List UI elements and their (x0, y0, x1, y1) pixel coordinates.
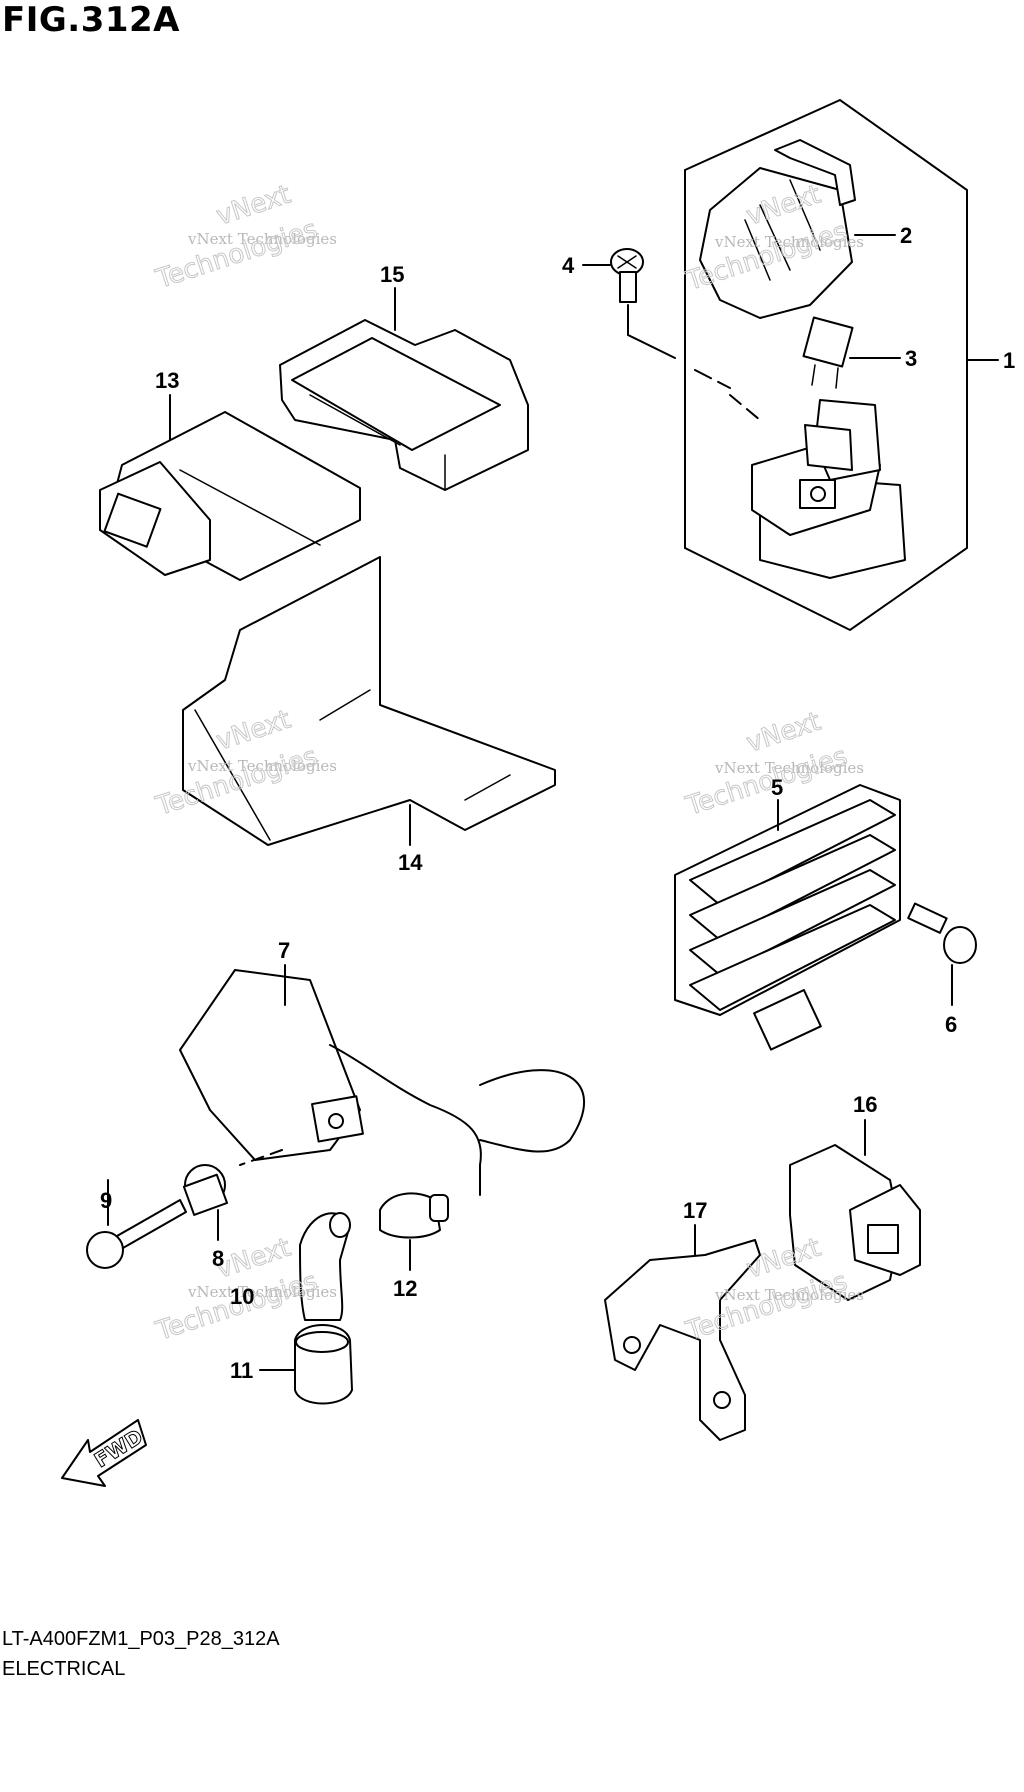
callout-14: 14 (398, 850, 423, 875)
callout-13: 13 (155, 368, 179, 393)
part-8-collar (182, 1164, 229, 1241)
callout-4: 4 (562, 253, 575, 278)
part-16-connector (789, 1119, 921, 1301)
part-11-seal (259, 1324, 353, 1405)
part-5-regulator-rectifier (674, 784, 901, 1051)
part-4-screw (610, 248, 731, 389)
figure-name: ELECTRICAL (2, 1658, 126, 1680)
figure-code: LT-A400FZM1_P03_P28_312A (2, 1628, 280, 1650)
fwd-label: FWD (90, 1424, 147, 1472)
part-2-relay-cover (699, 139, 856, 319)
callout-6: 6 (945, 1012, 957, 1037)
callout-1: 1 (1003, 348, 1015, 373)
callout-5: 5 (771, 775, 783, 800)
watermark-text: vNext Technologies (187, 230, 337, 248)
part-6-bolt (907, 902, 977, 1006)
watermark-text: vNext Technologies (714, 1286, 864, 1304)
part-12-boot (379, 1192, 449, 1271)
watermark-text: vNext Technologies (714, 233, 864, 251)
watermark-text: vNext Technologies (714, 759, 864, 777)
figure-title: FIG.312A (2, 0, 180, 40)
callout-10: 10 (230, 1284, 254, 1309)
fwd-arrow-icon: FWD (61, 1419, 148, 1487)
callout-7: 7 (278, 938, 290, 963)
part-9-bolt (86, 1179, 187, 1269)
callout-16: 16 (853, 1092, 877, 1117)
callout-11: 11 (230, 1358, 253, 1383)
callout-3: 3 (905, 346, 917, 371)
part-15-cover (279, 319, 529, 491)
callout-8: 8 (212, 1246, 224, 1271)
callout-17: 17 (683, 1198, 707, 1223)
callout-2: 2 (900, 223, 912, 248)
part-10-plug-cap (299, 1212, 351, 1321)
callout-15: 15 (380, 262, 404, 287)
part-7-ignition-coil (179, 969, 585, 1196)
part-3-fuse (802, 316, 854, 389)
part-14-bracket-plate (182, 556, 556, 846)
part-1-starter-relay (729, 394, 906, 579)
part-17-bracket (604, 1224, 761, 1441)
assembly-1-outline (684, 98, 968, 632)
callout-9: 9 (100, 1188, 112, 1213)
callout-12: 12 (393, 1276, 417, 1301)
part-13-ecm (99, 411, 361, 581)
watermark-text: vNext Technologies (187, 1283, 337, 1301)
watermark-text: vNext Technologies (187, 757, 337, 775)
